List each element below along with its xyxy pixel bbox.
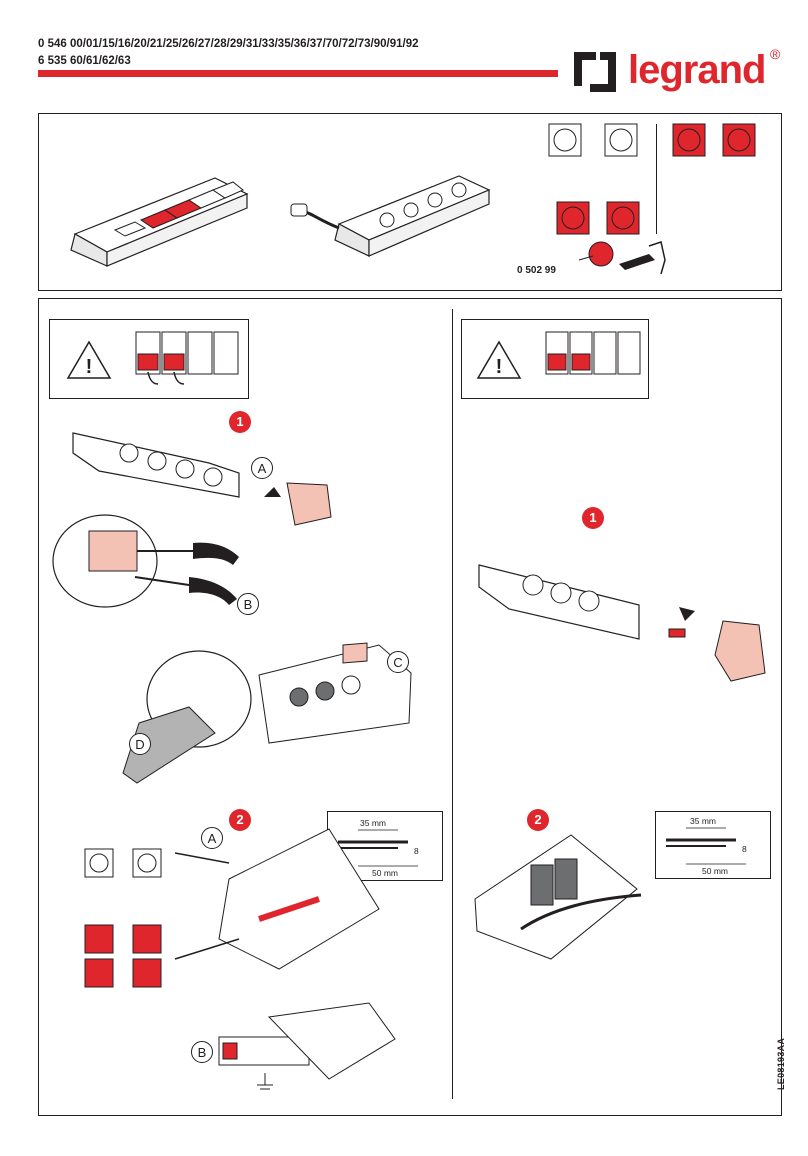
socket-wiring-illustration-right — [474, 834, 642, 960]
strip-outer-label-right: 35 mm — [690, 816, 716, 826]
socket-wiring-illustration-left — [84, 828, 380, 988]
switch-off-icon-right — [545, 331, 641, 375]
reference-line-1: 0 546 00/01/15/16/20/21/25/26/27/28/29/3… — [38, 38, 419, 50]
reference-list: 0 546 00/01/15/16/20/21/25/26/27/28/29/3… — [38, 36, 418, 70]
svg-text:!: ! — [496, 356, 503, 378]
strip-opening-illustration-right — [478, 564, 766, 682]
warning-box-left: ! — [49, 319, 249, 399]
callout-a-step2-left: A — [201, 827, 223, 849]
strip-total-label-left: 50 mm — [372, 868, 398, 878]
power-strip-illustration-2 — [290, 175, 491, 257]
warning-icon-right: ! — [476, 340, 522, 379]
step-2-badge-left: 2 — [229, 809, 251, 831]
accessory-ref: 0 502 99 — [517, 265, 556, 276]
legrand-logo: legrand ® — [570, 46, 790, 100]
instructions-panel: ! 1 A B — [38, 298, 782, 1116]
switch-off-icon — [135, 331, 239, 385]
reference-line-2: 6 535 60/61/62/63 — [38, 55, 131, 67]
header-red-bar — [38, 70, 558, 77]
callout-b-step2-left: B — [191, 1041, 213, 1063]
warning-icon: ! — [66, 340, 112, 379]
step-1-badge-left: 1 — [229, 411, 251, 433]
callout-c-left: C — [387, 651, 409, 673]
earth-icon — [218, 1002, 396, 1090]
wire-strip-box-right: 35 mm 50 mm 8 — [655, 811, 771, 879]
wire-strip-diagram-left: 35 mm 50 mm 8 — [338, 818, 419, 878]
logo-mark-icon — [574, 52, 616, 92]
wire-strip-diagram-right: 35 mm 50 mm 8 — [666, 816, 747, 876]
strip-insulation-label-right: 8 — [742, 844, 747, 854]
document-code: LE08193AA — [776, 1037, 786, 1090]
strip-insulation-label-left: 8 — [414, 846, 419, 856]
logo-text: legrand — [628, 48, 766, 92]
socket-icon — [548, 123, 756, 235]
cap-removal-illustration — [122, 642, 412, 784]
step-1-badge-right: 1 — [582, 507, 604, 529]
callout-d-left: D — [129, 733, 151, 755]
plug-icon — [578, 241, 666, 275]
overview-panel: 0 502 99 — [38, 113, 782, 291]
warning-box-right: ! — [461, 319, 649, 399]
svg-text:!: ! — [86, 356, 93, 378]
column-divider — [452, 309, 453, 1099]
power-strip-illustration-1 — [70, 177, 249, 267]
logo-registered-mark: ® — [770, 46, 781, 62]
overview-divider — [656, 124, 657, 234]
callout-a-left: A — [251, 457, 273, 479]
step-2-badge-right: 2 — [527, 809, 549, 831]
strip-total-label-right: 50 mm — [702, 866, 728, 876]
strip-outer-label-left: 35 mm — [360, 818, 386, 828]
callout-b-left: B — [237, 593, 259, 615]
screwdriver-icon — [52, 514, 239, 608]
strip-opening-illustration — [72, 432, 332, 526]
